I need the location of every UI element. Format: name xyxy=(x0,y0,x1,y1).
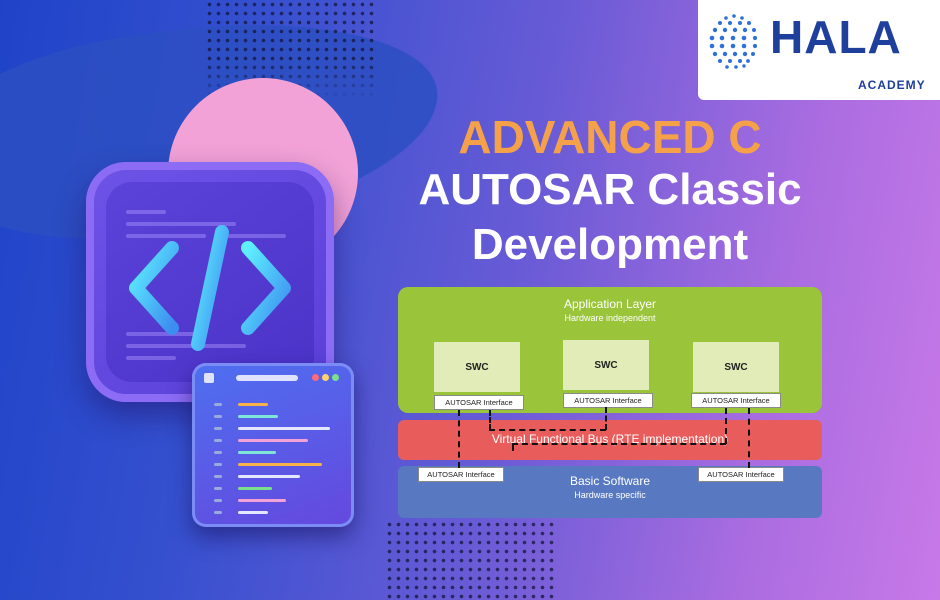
title-line-2: AUTOSAR Classic xyxy=(418,165,802,214)
connector-line xyxy=(489,410,491,430)
editor-line xyxy=(238,463,322,466)
connector-line xyxy=(605,407,607,430)
connector-line xyxy=(458,410,460,468)
editor-line xyxy=(238,451,276,454)
editor-line xyxy=(238,415,278,418)
application-layer: Application Layer Hardware independent S… xyxy=(398,287,822,413)
editor-line xyxy=(214,427,222,430)
virtual-functional-bus: Virtual Functional Bus (RTE implementati… xyxy=(398,420,822,460)
editor-line xyxy=(238,439,308,442)
tile-code-line xyxy=(126,356,176,360)
code-brackets-icon xyxy=(129,225,291,351)
title-line-1: ADVANCED C xyxy=(458,111,762,163)
bsw-subtitle: Hardware specific xyxy=(574,490,646,500)
editor-line xyxy=(214,439,222,442)
tile-code-line xyxy=(126,210,166,214)
editor-line xyxy=(214,451,222,454)
autosar-interface: AUTOSAR Interface xyxy=(691,393,781,408)
brand-logo[interactable]: HALA ACADEMY xyxy=(698,0,940,100)
editor-line xyxy=(214,463,222,466)
editor-line xyxy=(238,475,300,478)
editor-line xyxy=(214,487,222,490)
tile-code-line xyxy=(226,234,286,238)
brand-name: HALA xyxy=(770,11,902,63)
tile-code-line xyxy=(126,332,196,336)
swc-box: SWC xyxy=(563,340,649,390)
connector-line xyxy=(512,443,514,451)
editor-line xyxy=(238,403,268,406)
editor-line xyxy=(214,403,222,406)
editor-line xyxy=(214,475,222,478)
window-dot-green xyxy=(332,374,339,381)
dotted-globe-icon xyxy=(709,14,758,69)
vfb-label: Virtual Functional Bus (RTE implementati… xyxy=(491,432,729,446)
connector-line xyxy=(512,443,726,445)
code-icon-tile xyxy=(86,162,334,402)
editor-line xyxy=(238,511,268,514)
application-layer-subtitle: Hardware independent xyxy=(564,313,656,323)
swc-box: SWC xyxy=(693,342,779,392)
editor-line xyxy=(214,499,222,502)
tile-code-line xyxy=(126,344,246,348)
editor-line xyxy=(214,511,222,514)
code-icon-tile-face xyxy=(106,182,314,382)
autosar-interface: AUTOSAR Interface xyxy=(563,393,653,408)
application-layer-title: Application Layer xyxy=(563,297,657,311)
connector-line xyxy=(725,408,727,444)
window-dot xyxy=(204,373,214,383)
dot-pattern-bottom xyxy=(385,520,555,600)
tile-code-line xyxy=(126,222,236,226)
brand-sub: ACADEMY xyxy=(858,78,926,92)
code-editor-icon xyxy=(192,363,354,527)
editor-line xyxy=(238,487,272,490)
window-dot-yellow xyxy=(322,374,329,381)
window-address-bar xyxy=(236,375,298,381)
bsw-title: Basic Software xyxy=(569,474,651,488)
swc-box: SWC xyxy=(434,342,520,392)
tile-code-line xyxy=(126,234,206,238)
editor-line xyxy=(238,427,330,430)
editor-line xyxy=(238,499,286,502)
window-dot-red xyxy=(312,374,319,381)
autosar-interface: AUTOSAR Interface xyxy=(698,467,784,482)
autosar-interface: AUTOSAR Interface xyxy=(434,395,524,410)
editor-line xyxy=(214,415,222,418)
autosar-interface: AUTOSAR Interface xyxy=(418,467,504,482)
connector-line xyxy=(748,408,750,468)
title-line-3: Development xyxy=(471,220,749,269)
connector-line xyxy=(489,429,606,431)
